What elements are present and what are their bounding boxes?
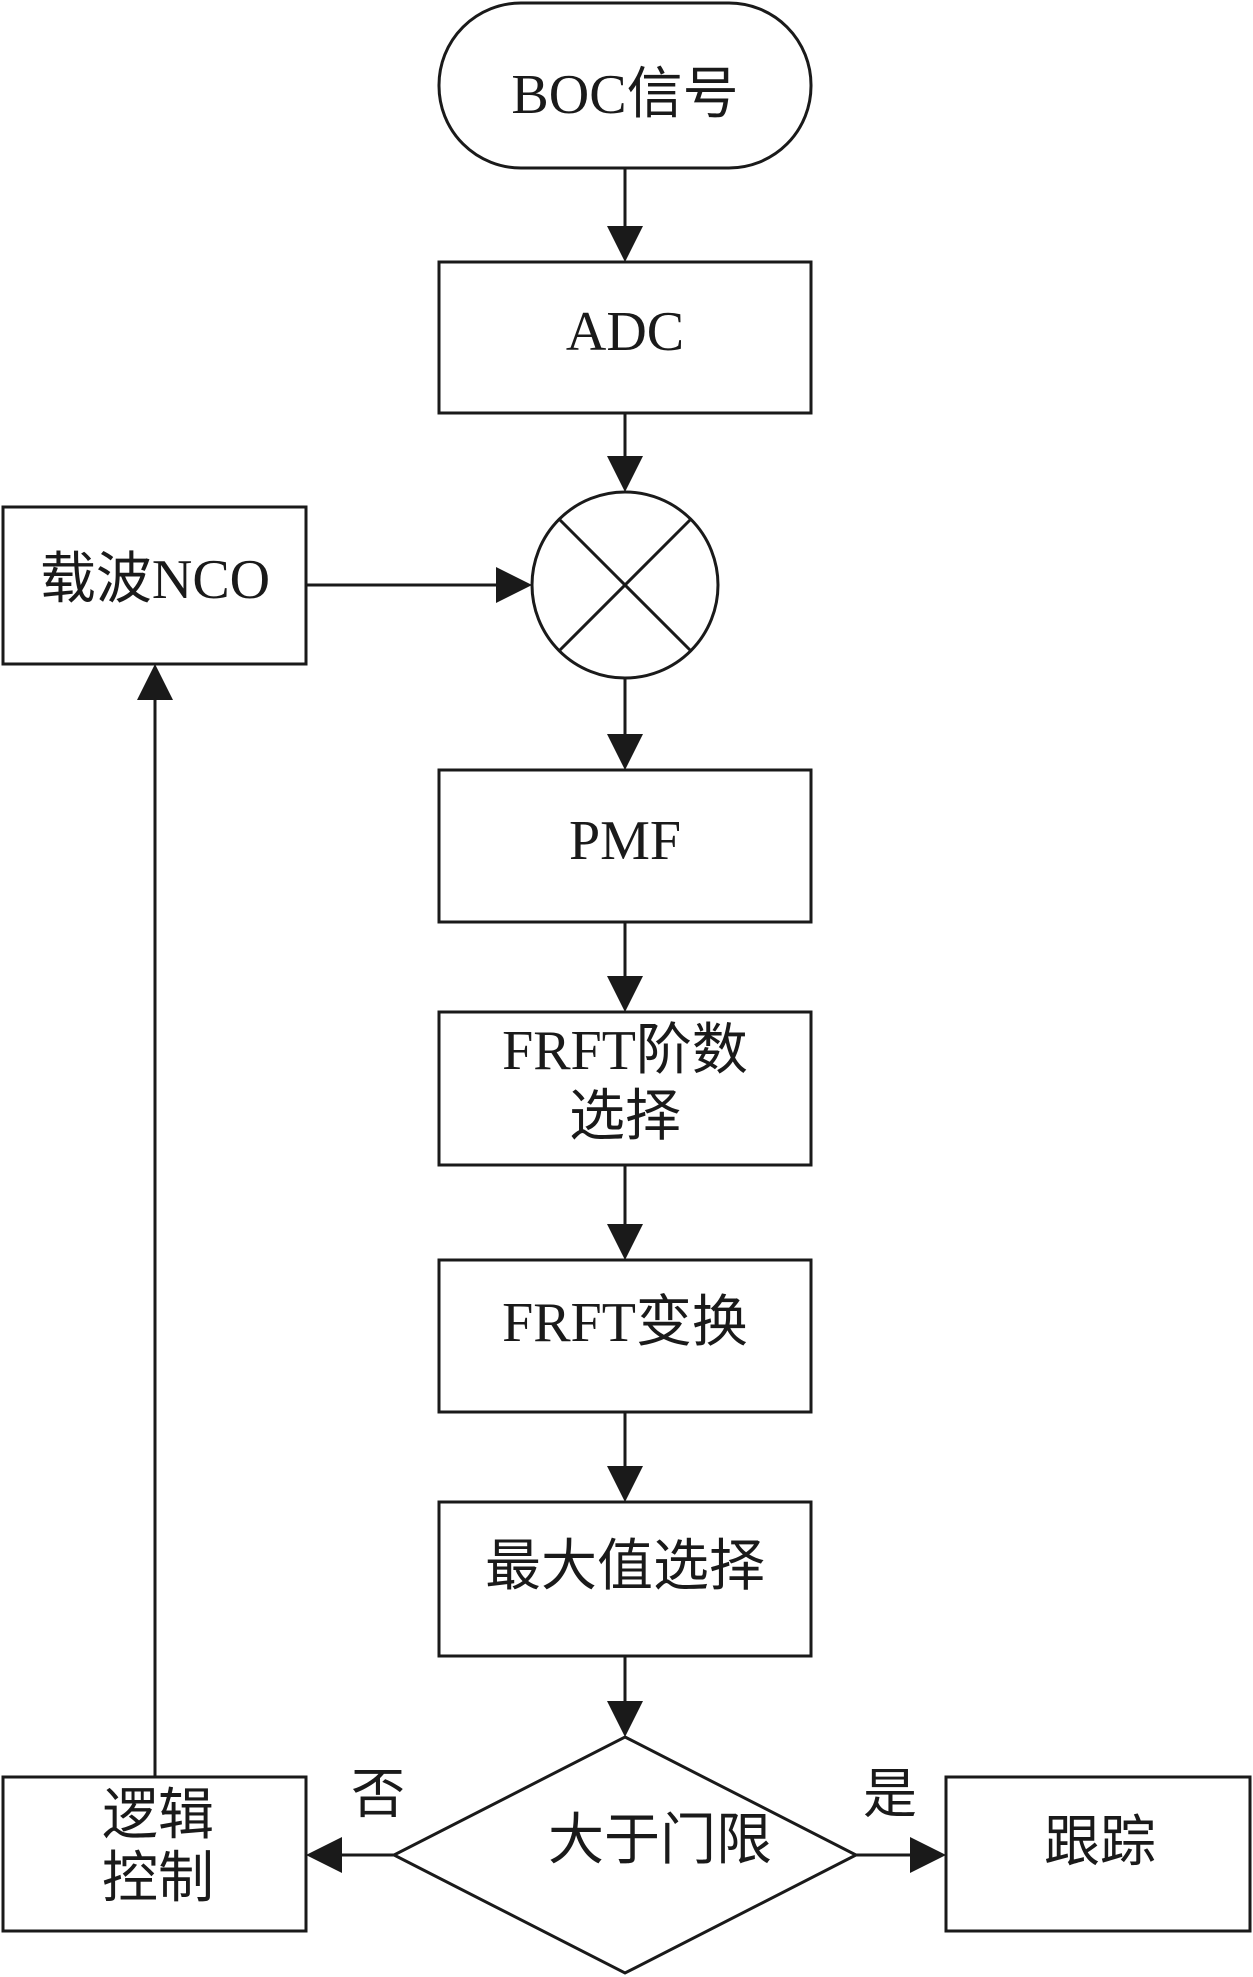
- edge-yes-label: 是: [863, 1764, 917, 1824]
- mixer-cross-line-b: [557, 517, 693, 653]
- node-pmf-label: PMF: [569, 810, 681, 872]
- node-frft-order-label-line1: FRFT阶数: [502, 1020, 748, 1082]
- edge-max-select-to-threshold: [607, 1656, 643, 1737]
- node-frft-transform: FRFT变换: [437, 1258, 813, 1414]
- edge-logic-to-nco: [137, 664, 173, 1777]
- node-carrier-nco-label: 载波NCO: [40, 549, 270, 611]
- node-carrier-nco: 载波NCO: [1, 505, 308, 666]
- edge-threshold-to-logic-no: 否: [306, 1764, 405, 1873]
- node-frft-order-label-line2: 选择: [569, 1086, 681, 1148]
- node-adc-label: ADC: [566, 301, 684, 363]
- edge-nco-to-mixer: [306, 567, 532, 603]
- node-frft-transform-label: FRFT变换: [502, 1292, 748, 1354]
- node-max-select-label: 最大值选择: [485, 1536, 765, 1598]
- node-mixer: [530, 490, 720, 680]
- node-boc-signal: BOC信号: [437, 1, 813, 170]
- node-tracking: 跟踪: [944, 1775, 1252, 1933]
- node-adc: ADC: [437, 260, 813, 415]
- edge-adc-to-mixer: [607, 413, 643, 492]
- edge-frft-order-to-frft-transform: [607, 1165, 643, 1260]
- node-max-select: 最大值选择: [437, 1500, 813, 1658]
- node-tracking-label: 跟踪: [1044, 1812, 1156, 1874]
- node-frft-order: FRFT阶数 选择: [437, 1010, 813, 1167]
- node-logic-control-label-line1: 逻辑: [102, 1785, 214, 1847]
- node-logic-control: 逻辑 控制: [1, 1775, 308, 1933]
- edge-frft-transform-to-max-select: [607, 1412, 643, 1502]
- edge-threshold-to-tracking-yes: 是: [856, 1764, 946, 1873]
- edge-pmf-to-frft-order: [607, 922, 643, 1012]
- edge-boc-to-adc: [607, 168, 643, 262]
- edge-no-label: 否: [351, 1764, 405, 1824]
- node-logic-control-label-line2: 控制: [102, 1848, 214, 1910]
- node-pmf: PMF: [437, 768, 813, 924]
- node-threshold-label: 大于门限: [548, 1810, 772, 1872]
- node-boc-signal-label: BOC信号: [511, 64, 738, 126]
- node-threshold-decision: 大于门限: [390, 1735, 860, 1975]
- edge-mixer-to-pmf: [607, 678, 643, 770]
